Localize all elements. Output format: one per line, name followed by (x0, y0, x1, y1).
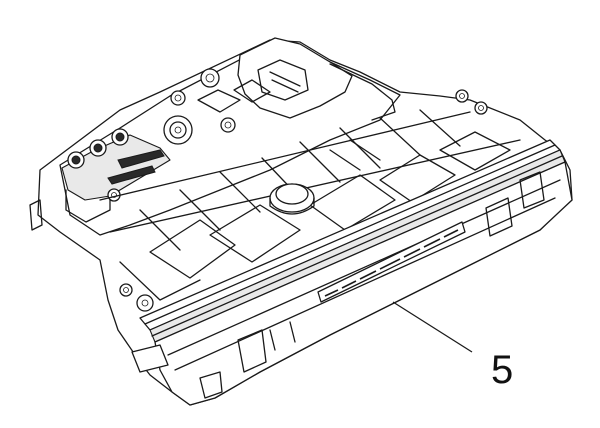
front-rail (139, 139, 573, 406)
front-face-details (167, 171, 561, 399)
callout-leader-line (392, 301, 473, 353)
upper-housing (197, 37, 396, 121)
callout-number: 5 (491, 348, 514, 392)
central-boss (269, 183, 315, 215)
bottom-bracket (29, 199, 169, 373)
rear-label-plate (107, 149, 165, 185)
tray-compartments (99, 109, 521, 301)
control-knobs (67, 128, 129, 169)
front-label-strip (317, 221, 466, 303)
